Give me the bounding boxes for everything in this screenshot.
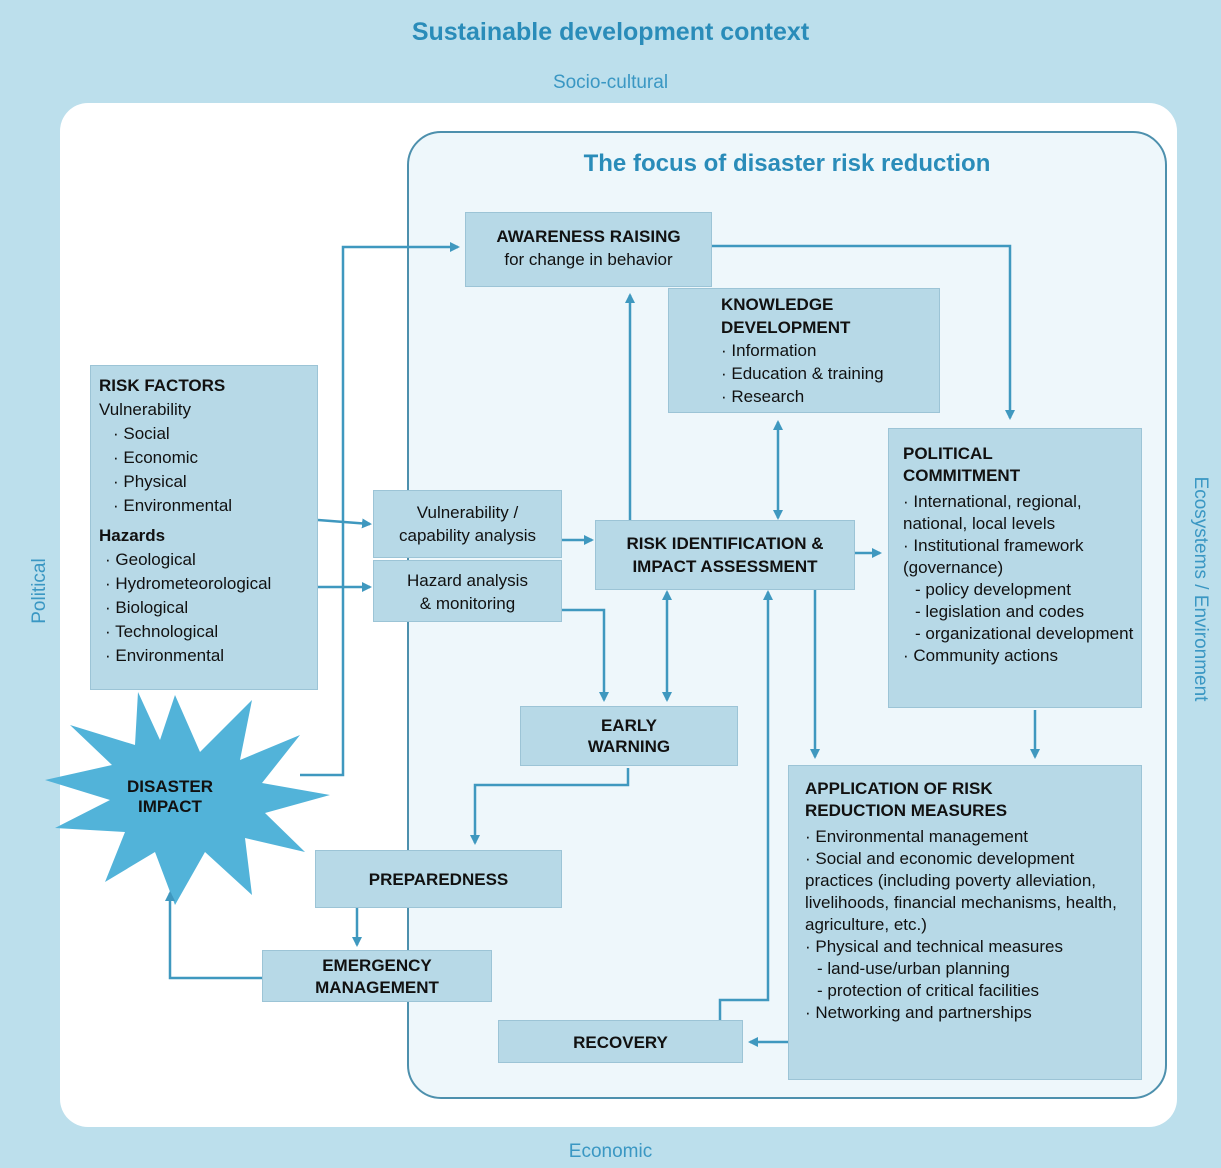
context-top-label: Socio-cultural [552,72,669,93]
political-item: International, regional, national, local… [903,491,1135,535]
vuln-analysis-line1: Vulnerability / [416,503,519,522]
awareness-raising-box: AWARENESS RAISING for change in behavior [465,212,712,287]
focus-title: The focus of disaster risk reduction [583,150,991,177]
vuln-analysis-line2: capability analysis [398,526,536,545]
political-item: Community actions [903,645,1135,667]
risk-id-line2: IMPACT ASSESSMENT [632,557,818,576]
political-title-line2: COMMITMENT [903,466,1021,485]
early-warning-line2: WARNING [587,737,671,756]
hazard-analysis-box: Hazard analysis & monitoring [373,560,562,622]
hazard-item: Environmental [105,644,317,668]
early-warning-line1: EARLY [600,716,658,735]
political-subitem: policy development [915,579,1135,601]
application-item: Social and economic development practice… [805,848,1131,936]
vulnerability-analysis-box: Vulnerability / capability analysis [373,490,562,558]
vulnerability-heading: Vulnerability [99,400,191,419]
arrow-riskfactors-to-vuln [317,518,372,529]
political-title-line1: POLITICAL [903,444,993,463]
arrow-earlywarning-to-preparedness [470,768,630,845]
hazard-item: Geological [105,548,317,572]
emergency-line2: MANAGEMENT [315,978,439,997]
risk-identification-box: RISK IDENTIFICATION & IMPACT ASSESSMENT [595,520,855,590]
political-item: Institutional framework (governance) [903,535,1135,579]
knowledge-development-box: KNOWLEDGE DEVELOPMENT Information Educat… [668,288,940,413]
vulnerability-item: Physical [113,470,317,494]
application-measures-box: APPLICATION OF RISK REDUCTION MEASURES E… [788,765,1142,1080]
arrow-emergency-to-disaster [165,891,262,980]
emergency-line1: EMERGENCY [322,956,432,975]
hazards-heading: Hazards [99,526,166,545]
application-subitem: protection of critical facilities [817,980,1131,1002]
application-subitem: land-use/urban planning [817,958,1131,980]
hazard-item: Biological [105,596,317,620]
application-title-line1: APPLICATION OF RISK [805,779,993,798]
application-item: Environmental management [805,826,1131,848]
vulnerability-item: Social [113,422,317,446]
hazard-item: Technological [105,620,317,644]
arrow-disaster-to-awareness [300,242,460,777]
early-warning-box: EARLY WARNING [520,706,738,766]
emergency-management-box: EMERGENCY MANAGEMENT [262,950,492,1002]
hazard-item: Hydrometeorological [105,572,317,596]
vulnerability-item: Economic [113,446,317,470]
political-commitment-box: POLITICAL COMMITMENT International, regi… [888,428,1142,708]
knowledge-item: Education & training [721,362,939,385]
risk-factors-box: RISK FACTORS Vulnerability Social Econom… [90,365,318,690]
disaster-line2: IMPACT [138,797,202,816]
hazard-analysis-line1: Hazard analysis [407,571,528,590]
knowledge-item: Research [721,385,939,408]
application-title-line2: REDUCTION MEASURES [805,801,1008,820]
recovery-box: RECOVERY [498,1020,743,1063]
arrow-awareness-to-political [712,244,1015,420]
knowledge-title-line2: DEVELOPMENT [721,318,851,337]
knowledge-title-line1: KNOWLEDGE [721,295,834,314]
disaster-line1: DISASTER [127,777,213,796]
recovery-label: RECOVERY [573,1033,668,1052]
application-item: Networking and partnerships [805,1002,1131,1024]
arrow-recovery-to-riskid [718,590,773,1020]
hazard-analysis-line2: & monitoring [419,594,516,613]
preparedness-box: PREPAREDNESS [315,850,562,908]
risk-id-line1: RISK IDENTIFICATION & [626,534,824,553]
context-bottom-label: Economic [568,1141,653,1162]
knowledge-item: Information [721,339,939,362]
application-item: Physical and technical measures [805,936,1131,958]
vulnerability-item: Environmental [113,494,317,518]
awareness-subtitle: for change in behavior [504,250,673,269]
arrow-hazard-to-earlywarning [562,608,609,702]
awareness-title: AWARENESS RAISING [496,227,681,246]
context-title: Sustainable development context [411,18,810,46]
disaster-burst-shape [45,692,330,905]
preparedness-label: PREPAREDNESS [368,870,509,889]
disaster-impact-label: DISASTER IMPACT [105,777,235,817]
political-subitem: legislation and codes [915,601,1135,623]
risk-factors-title: RISK FACTORS [99,376,226,395]
political-subitem: organizational development [915,623,1135,645]
